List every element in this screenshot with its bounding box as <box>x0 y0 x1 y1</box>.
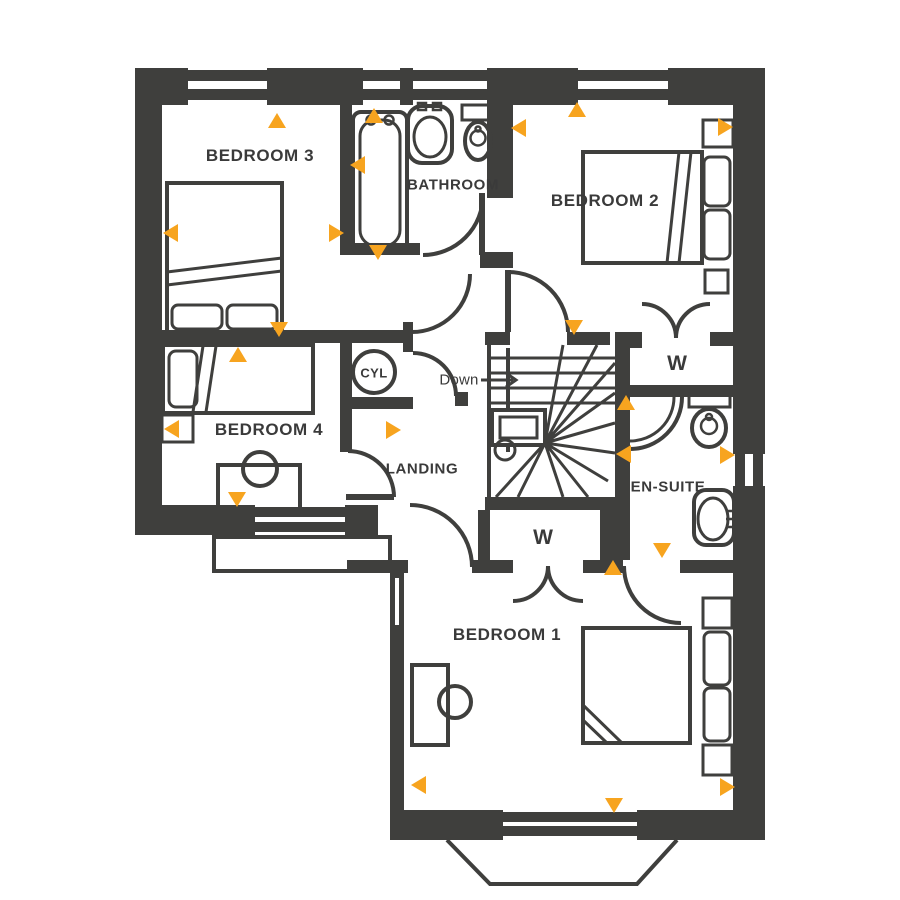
room-label-en-suite: EN-SUITE <box>630 478 706 496</box>
label-cylinder-cupboard: CYL <box>360 365 388 381</box>
window-bay-bedroom1 <box>503 812 637 836</box>
toilet-icon <box>687 391 732 449</box>
room-label-bedroom-1: BEDROOM 1 <box>452 625 562 644</box>
bay-window-outline <box>445 838 679 886</box>
measurement-arrow-icon <box>329 224 344 242</box>
shower-icon <box>629 396 684 451</box>
desk-icon <box>216 463 302 514</box>
bedside-table-icon <box>160 413 195 444</box>
measurement-arrow-icon <box>511 119 526 137</box>
sink-icon <box>692 488 736 547</box>
cylinder-icon <box>351 349 397 395</box>
measurement-arrow-icon <box>386 421 401 439</box>
label-wardrobe-bedroom1: W <box>533 526 553 549</box>
measurement-arrow-icon <box>270 322 288 337</box>
bathroom-door-arc <box>422 194 485 257</box>
cylinder-cupboard-door-arc <box>412 351 458 397</box>
bedroom3-furniture <box>165 181 284 334</box>
stool-icon <box>437 684 473 720</box>
double-bed-icon <box>581 626 732 745</box>
measurement-arrow-icon <box>164 420 179 438</box>
measurement-markers <box>163 102 735 813</box>
bedside-table-icon <box>701 743 734 777</box>
room-label-bedroom-4: BEDROOM 4 <box>214 420 324 439</box>
measurement-arrow-icon <box>350 156 365 174</box>
measurement-arrow-icon <box>616 445 631 463</box>
window-ensuite-right <box>735 454 763 486</box>
bedroom4-door-arc <box>347 449 396 498</box>
toilet-icon <box>460 103 496 162</box>
winder-steps <box>494 344 617 499</box>
window-bathroom-top-2 <box>413 70 487 100</box>
measurement-arrow-icon <box>268 113 286 128</box>
bathtub-icon <box>351 110 409 255</box>
bedroom1-furniture <box>410 596 734 777</box>
interior-walls <box>135 105 733 573</box>
room-label-bedroom-3: BEDROOM 3 <box>205 146 315 165</box>
staircase <box>481 344 617 499</box>
window-bedroom1-left <box>390 578 404 625</box>
wardrobe2-door-arc-left <box>641 302 678 339</box>
room-label-bedroom-2: BEDROOM 2 <box>550 191 660 210</box>
label-stairs-down: Down <box>439 371 479 389</box>
bedroom1-door-arc <box>409 503 474 568</box>
down-arrow-icon <box>481 371 519 389</box>
label-wardrobe-bedroom2: W <box>667 352 687 375</box>
window-bedroom3-top <box>188 70 267 100</box>
measurement-arrow-icon <box>228 492 246 507</box>
ensuite-door-arc <box>622 565 682 625</box>
window-bedroom2-top <box>578 70 668 100</box>
double-bed-icon <box>165 181 284 334</box>
measurement-arrow-icon <box>365 108 383 123</box>
bedroom2-door-arc <box>507 270 570 333</box>
stool-icon <box>241 450 279 488</box>
wardrobe1-door-arc-right <box>546 565 584 603</box>
wardrobe1-door-arc-left <box>512 565 550 603</box>
measurement-arrow-icon <box>369 245 387 260</box>
bedside-table-icon <box>701 596 734 630</box>
sink-icon <box>406 101 454 165</box>
room-label-landing: LANDING <box>385 460 459 478</box>
measurement-arrow-icon <box>568 102 586 117</box>
ensuite-fixtures <box>629 391 736 547</box>
room-label-bathroom: BATHROOM <box>406 176 500 194</box>
measurement-arrow-icon <box>720 446 735 464</box>
desk-icon <box>410 663 450 747</box>
single-bed-icon <box>161 343 315 415</box>
measurement-arrow-icon <box>718 118 733 136</box>
wardrobe2-door-arc-right <box>674 302 711 339</box>
measurement-arrow-icon <box>565 320 583 335</box>
measurement-arrow-icon <box>604 560 622 575</box>
measurement-arrow-icon <box>411 776 426 794</box>
measurement-arrow-icon <box>163 224 178 242</box>
exterior-walls <box>135 68 765 840</box>
measurement-arrow-icon <box>229 347 247 362</box>
bedside-table-icon <box>703 268 730 295</box>
measurement-arrow-icon <box>720 778 735 796</box>
bedroom3-door-arc <box>411 273 472 334</box>
measurement-arrow-icon <box>653 543 671 558</box>
window-bathroom-top-1 <box>363 70 400 100</box>
bedroom4-furniture <box>160 343 315 514</box>
double-bed-icon <box>581 150 732 265</box>
measurement-arrow-icon <box>617 395 635 410</box>
measurement-arrow-icon <box>605 798 623 813</box>
windows <box>188 70 763 886</box>
